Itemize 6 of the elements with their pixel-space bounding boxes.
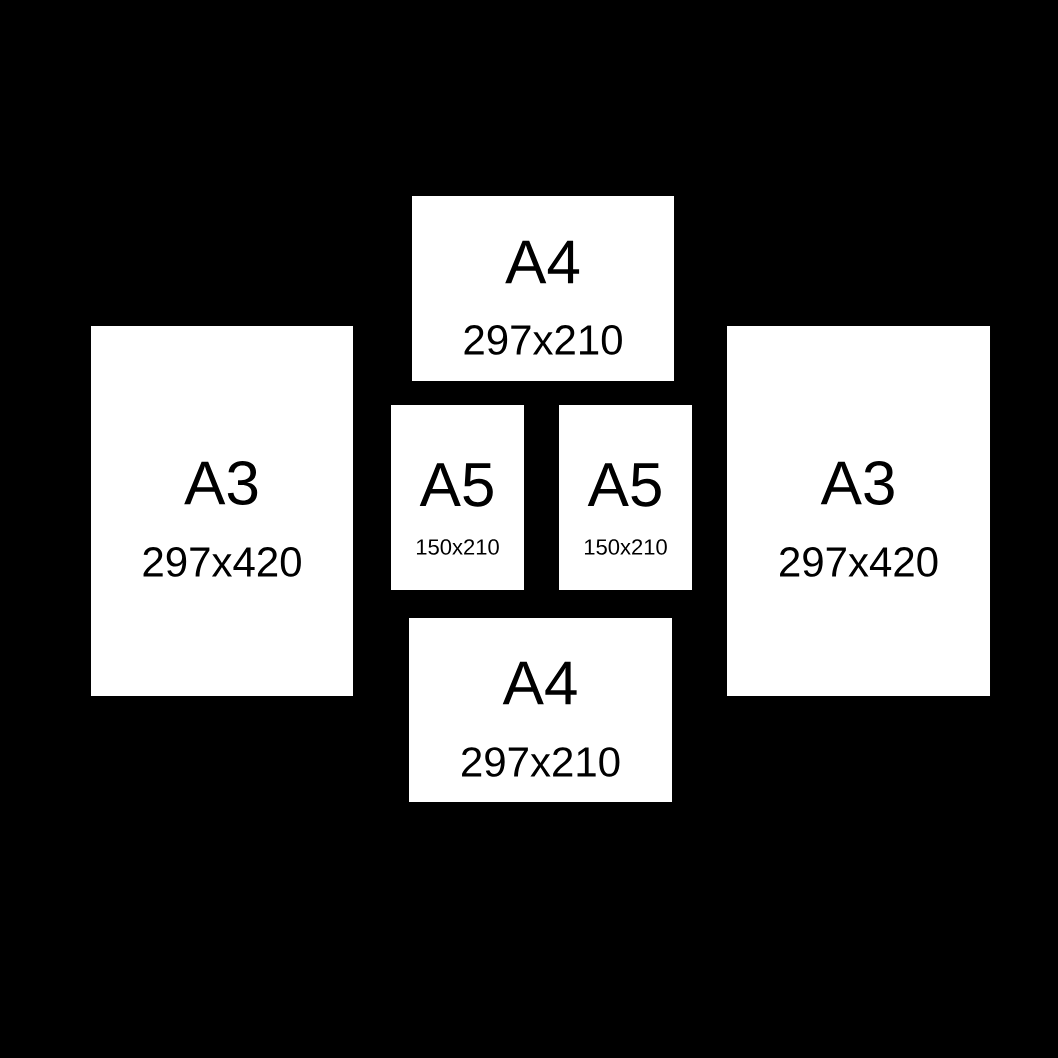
sheet-box: A4 297x210 (409, 618, 672, 802)
sheet-box: A5 150x210 (391, 405, 524, 590)
sheet-box: A3 297x420 (91, 326, 353, 696)
sheet-box: A4 297x210 (412, 196, 674, 381)
sheet-box: A3 297x420 (727, 326, 990, 696)
sheet-box: A5 150x210 (559, 405, 692, 590)
